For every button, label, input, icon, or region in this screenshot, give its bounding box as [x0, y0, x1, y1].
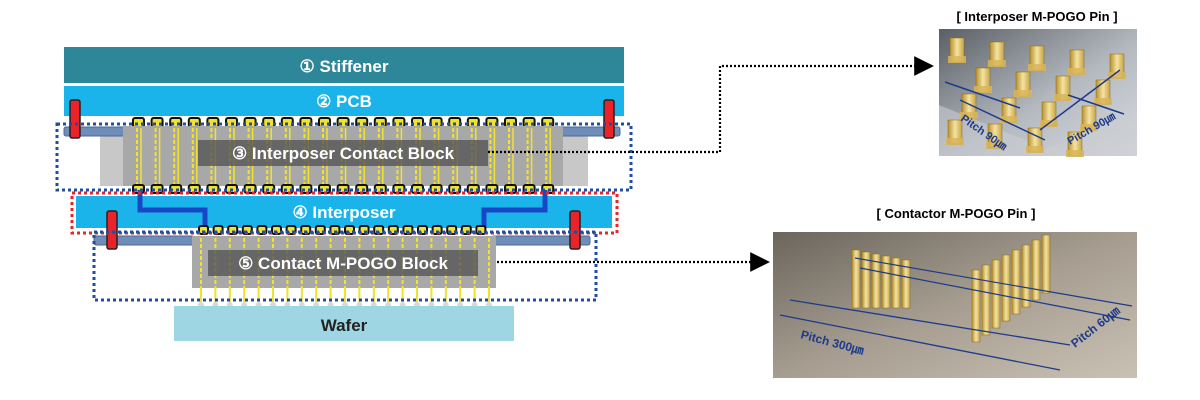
contactor-photo-pin	[891, 257, 901, 309]
callout-arrow-interposer	[488, 56, 934, 154]
interposer-photo-pin-base	[946, 138, 964, 145]
contactor-photo-pin	[1001, 254, 1011, 322]
interposer-photo-pin-base	[1054, 94, 1072, 101]
clamp-left-lower	[106, 210, 118, 250]
interposer-photo-pin-base	[1014, 90, 1032, 97]
interposer-pin-title: [ Interposer M-POGO Pin ]	[956, 9, 1117, 24]
contactor-photo-pin	[1011, 249, 1021, 315]
contact-block-label-bg	[198, 140, 488, 166]
interposer-photo-pin-base	[1094, 98, 1112, 105]
contactor-pin-photo	[773, 232, 1137, 378]
wafer-label: Wafer	[321, 316, 368, 335]
contactor-photo-pin	[871, 253, 881, 309]
interposer-photo-pin-base	[974, 86, 992, 93]
interposer-photo-pin-base	[1000, 116, 1018, 123]
interposer-trace	[137, 190, 548, 228]
stiffener-layer	[64, 47, 624, 83]
contactor-photo-pin	[861, 251, 871, 309]
interposer-label: ④ Interposer	[292, 203, 395, 222]
contactor-photo-pin	[881, 255, 891, 309]
interposer-photo-pin-base	[948, 56, 966, 63]
interposer-photo-pin-base	[1028, 64, 1046, 71]
contactor-photo-pin	[1021, 244, 1031, 308]
contactor-pin-title: [ Contactor M-POGO Pin ]	[877, 206, 1036, 221]
interposer-photo-pin-base	[1026, 146, 1044, 153]
interposer-photo-pin-base	[960, 112, 978, 119]
interposer-photo-pin-base	[1080, 124, 1098, 131]
interposer-photo-pin-base	[986, 142, 1004, 149]
interposer-photo-pin-base	[1108, 72, 1126, 79]
interposer-outline	[70, 191, 619, 235]
stiffener-label: ① Stiffener	[300, 57, 389, 76]
interposer-photo-pin-base	[1068, 68, 1086, 75]
contact-mpogo-block-label: ⑤ Contact M-POGO Block	[238, 254, 448, 273]
interposer-photo-pin-base	[1066, 150, 1084, 157]
contact-block-side-left	[100, 134, 126, 186]
clamp-right-lower	[569, 210, 581, 250]
interposer-pin-photo	[939, 29, 1137, 157]
interposer-contact-block-outline	[55, 122, 633, 192]
interposer-pin-array	[136, 128, 551, 186]
contact-block-side-right	[560, 134, 588, 186]
contact-mpogo-block-outline	[92, 230, 598, 302]
interposer-contact-block-label: ③ Interposer Contact Block	[232, 144, 455, 163]
clamp-left-upper	[69, 99, 81, 139]
contactor-photo-pin	[981, 264, 991, 336]
contactor-photo-pin	[1031, 239, 1041, 301]
contactor-photo-pin	[851, 249, 861, 309]
clamp-right-upper	[603, 99, 615, 139]
interposer-photo-pin-base	[988, 60, 1006, 67]
pcb-layer	[64, 86, 624, 116]
wafer-layer	[174, 306, 514, 341]
mpogo-pin-tips	[198, 290, 492, 308]
contactor-photo-pin	[901, 259, 911, 309]
mpogo-label-bg	[208, 250, 478, 276]
contactor-photo-pin	[971, 269, 981, 343]
contactor-photo-pin	[1041, 234, 1051, 294]
pcb-label: ② PCB	[316, 92, 372, 111]
